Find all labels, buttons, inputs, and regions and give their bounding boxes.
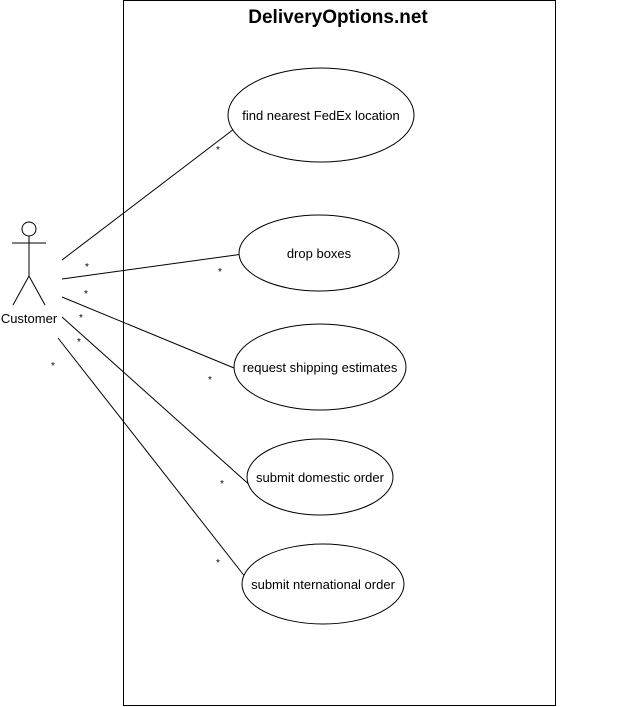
multiplicity-use-case-submit-international-order: * [216,558,220,569]
use-case-label: find nearest FedEx location [242,108,400,123]
multiplicity-actor-drop-boxes: * [85,262,89,273]
system-title: DeliveryOptions.net [248,7,428,28]
actor-head [21,221,37,237]
use-case-label: submit domestic order [256,470,385,485]
use-case-drop-boxes[interactable]: drop boxes [238,214,400,292]
multiplicity-use-case-drop-boxes: * [218,267,222,278]
multiplicity-actor-submit-international-order: * [77,337,81,348]
use-case-find-nearest-fedex-location[interactable]: find nearest FedEx location [227,67,415,163]
multiplicity-actor-submit-international-order-2: * [51,361,55,372]
use-case-label: submit nternational order [251,577,395,592]
use-case-submit-international-order[interactable]: submit nternational order [241,543,405,625]
association-line-submit-domestic-order[interactable] [61,316,254,489]
stick-figure-actor-icon[interactable] [12,221,46,306]
multiplicity-use-case-find-nearest-fedex-location: * [216,145,220,156]
association-line-drop-boxes[interactable] [61,253,244,280]
use-case-label: request shipping estimates [243,360,398,375]
actor-label: Customer [1,311,58,326]
system-boundary [123,0,556,706]
multiplicity-use-case-request-shipping-estimates: * [208,375,212,386]
multiplicity-use-case-submit-domestic-order: * [220,479,224,490]
multiplicity-actor-request-shipping-estimates: * [84,289,88,300]
use-case-submit-domestic-order[interactable]: submit domestic order [246,438,394,516]
use-case-label: drop boxes [287,246,352,261]
use-case-request-shipping-estimates[interactable]: request shipping estimates [233,323,407,411]
actor-right-leg [28,275,46,306]
association-line-find-nearest-fedex-location[interactable] [61,128,235,261]
association-line-submit-international-order[interactable] [57,337,247,579]
association-line-request-shipping-estimates[interactable] [61,296,235,369]
multiplicity-actor-submit-domestic-order: * [79,313,83,324]
actor-left-leg [12,275,30,306]
